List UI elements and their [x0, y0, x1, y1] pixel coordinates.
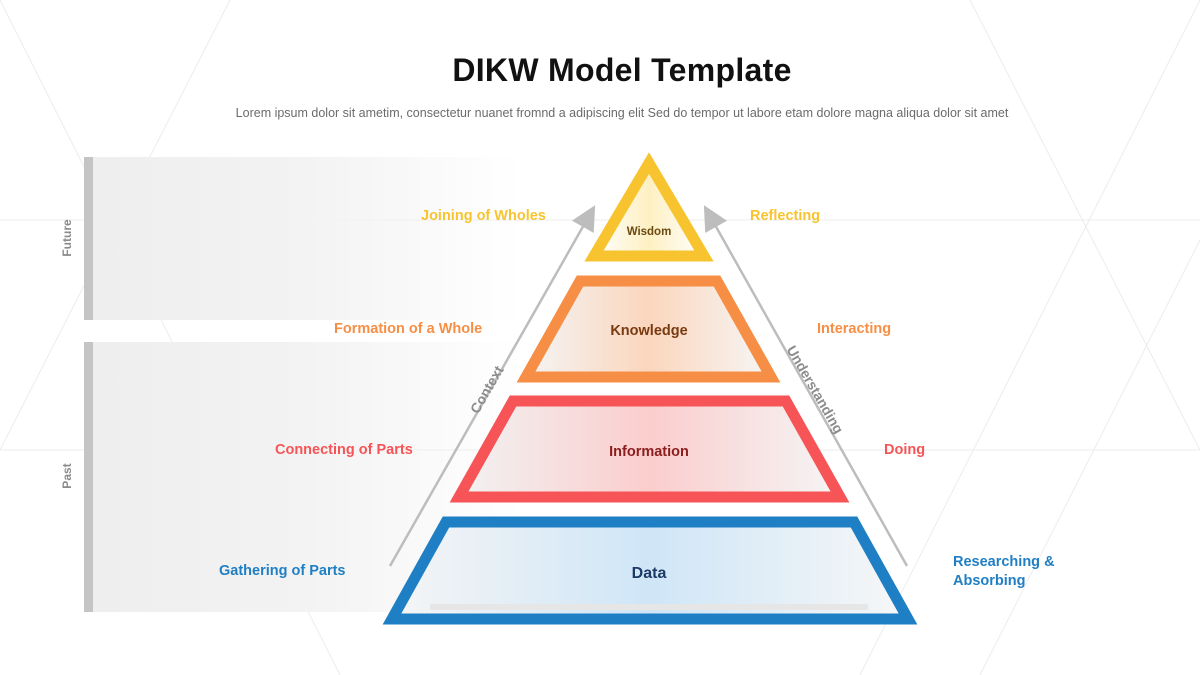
information-tier — [449, 395, 850, 503]
information-left-text: Connecting of Parts — [275, 442, 413, 458]
data-left-text: Gathering of Parts — [219, 563, 346, 579]
information-label: Information — [609, 444, 689, 460]
page-title: DIKW Model Template — [452, 52, 792, 88]
context-arrow — [388, 205, 596, 567]
data-right-text: Researching & Absorbing — [953, 554, 1055, 589]
past-band-bar — [84, 342, 93, 612]
knowledge-right-text: Interacting — [817, 321, 892, 337]
knowledge-tier — [516, 275, 781, 383]
knowledge-left-text: Formation of a Whole — [334, 321, 483, 337]
context-axis-label: Context — [467, 363, 507, 416]
understanding-arrow — [703, 205, 909, 567]
data-tier-shadow — [430, 604, 868, 610]
wisdom-right-text: Reflecting — [750, 208, 821, 224]
knowledge-label: Knowledge — [610, 323, 687, 339]
information-right-text: Doing — [884, 442, 926, 458]
data-label: Data — [632, 565, 667, 582]
wisdom-tier — [584, 152, 714, 262]
wisdom-left-text: Joining of Wholes — [421, 208, 546, 224]
data-tier — [382, 516, 918, 625]
wisdom-label: Wisdom — [627, 226, 672, 238]
future-band — [92, 157, 522, 320]
future-band-bar — [84, 157, 93, 320]
page-subtitle: Lorem ipsum dolor sit ametim, consectetu… — [235, 106, 1009, 120]
